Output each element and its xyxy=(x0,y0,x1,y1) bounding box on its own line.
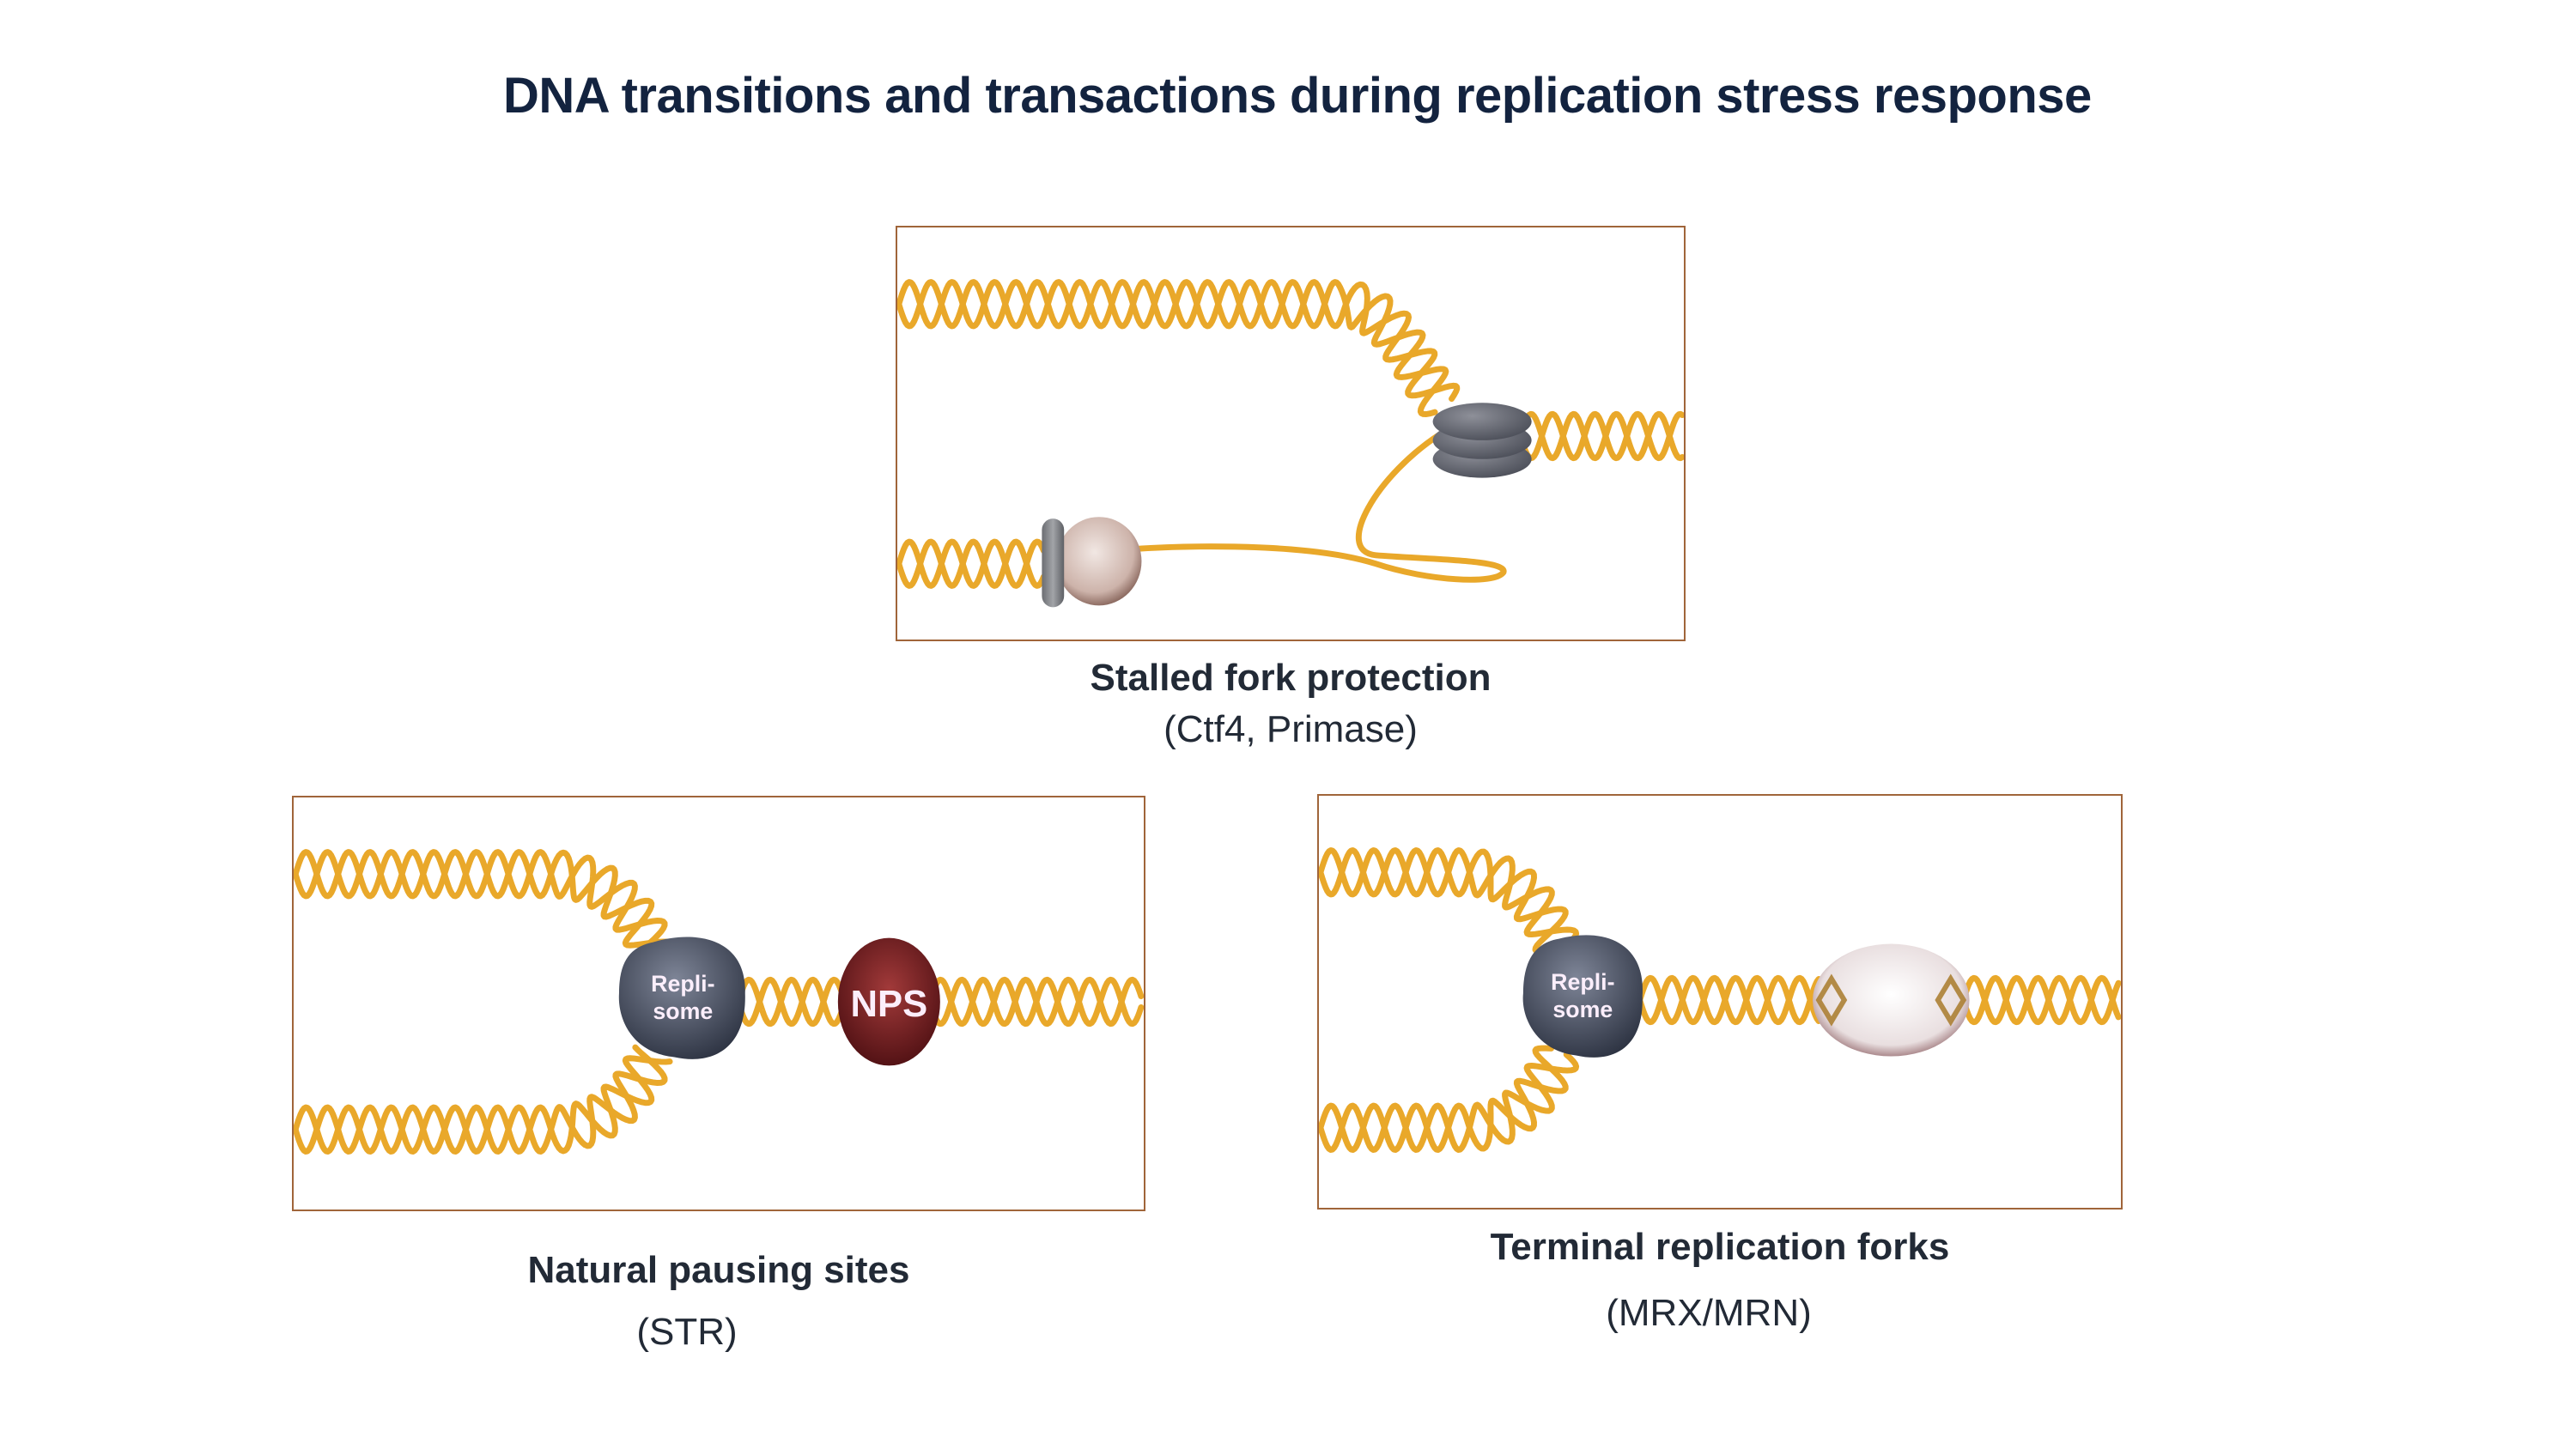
dna-strand-1 xyxy=(897,538,1047,589)
downstream-dna-duplex xyxy=(1517,410,1684,462)
dna-strand-2 xyxy=(1319,1045,1569,1153)
replisome-label-line2: some xyxy=(1552,997,1613,1022)
helicase-cmg-icon xyxy=(1432,403,1532,478)
stalled-fork-panel xyxy=(896,226,1686,641)
terminal-forks-caption: Terminal replication forks xyxy=(1490,1226,1950,1268)
dna-strand-1 xyxy=(1319,1052,1580,1153)
page-title: DNA transitions and transactions during … xyxy=(503,68,2092,124)
natural-pausing-caption: Natural pausing sites xyxy=(527,1249,910,1291)
dna-strand-2 xyxy=(1517,410,1684,462)
dna-strand-1 xyxy=(735,976,853,1028)
replisome-label-line1: Repli- xyxy=(1551,969,1614,995)
dna-strand-2 xyxy=(897,279,1449,417)
upper-dna-duplex xyxy=(897,279,1461,417)
dna-strand-2 xyxy=(735,976,853,1028)
dna-strand-1 xyxy=(1319,847,1569,955)
dna-strand-2 xyxy=(1637,974,1822,1026)
terminal-forks-diagram: Repli- some xyxy=(1319,847,2121,1153)
terminal-forks-subcaption: (MRX/MRN) xyxy=(1606,1292,1812,1334)
upper-dna-duplex xyxy=(294,849,673,960)
dna-strand-2 xyxy=(294,1044,668,1155)
upper-dna-duplex xyxy=(1319,847,1580,955)
dna-strand-2 xyxy=(897,538,1047,589)
replisome-icon: Repli- some xyxy=(618,937,745,1059)
natural-pausing-subcaption: (STR) xyxy=(636,1311,738,1353)
replisome-icon: Repli- some xyxy=(1522,935,1643,1058)
lower-dna-duplex xyxy=(1319,1045,1580,1153)
lower-dna-duplex xyxy=(897,538,1047,589)
nps-label: NPS xyxy=(850,984,927,1025)
downstream-dna-duplex xyxy=(1960,974,2121,1026)
stalled-fork-diagram xyxy=(897,279,1684,608)
replisome-label-line1: Repli- xyxy=(651,971,714,997)
dna-strand-2 xyxy=(927,976,1144,1028)
terminal-forks-panel: Repli- some xyxy=(1317,794,2123,1210)
replisome-label-line2: some xyxy=(653,998,713,1024)
polymerase-complex-icon xyxy=(1042,517,1142,608)
single-strand-dna xyxy=(1061,428,1507,583)
natural-pausing-panel: Repli- some NPS xyxy=(292,796,1145,1211)
dna-strand-1 xyxy=(897,279,1461,403)
dna-strand-2 xyxy=(294,849,673,949)
dna-strand-2 xyxy=(1319,847,1580,949)
middle-dna-duplex xyxy=(1637,974,1822,1026)
dna-strand-1 xyxy=(294,1055,673,1155)
stalled-fork-subcaption: (Ctf4, Primase) xyxy=(1163,708,1418,750)
terminal-complex-icon xyxy=(1813,943,1970,1057)
stalled-fork-caption: Stalled fork protection xyxy=(1090,657,1492,699)
middle-dna-duplex xyxy=(735,976,853,1028)
nps-blocker-icon: NPS xyxy=(837,937,940,1066)
lower-dna-duplex xyxy=(294,1044,673,1155)
dna-strand-2 xyxy=(1960,974,2121,1026)
dna-strand-1 xyxy=(1517,410,1684,462)
natural-pausing-diagram: Repli- some NPS xyxy=(294,849,1144,1155)
downstream-dna-duplex xyxy=(927,976,1144,1028)
